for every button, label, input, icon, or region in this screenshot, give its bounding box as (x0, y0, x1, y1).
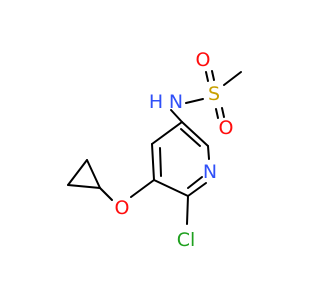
bond-ring-c2-n1 (187, 182, 207, 197)
bond-sulfur-oxygen-bottom (215, 107, 225, 119)
atom-label-oxygen-top: O (196, 49, 211, 71)
bond-methyl-sulfur (223, 71, 242, 86)
bond-sulfur-nitrogen (185, 98, 204, 104)
bond-ring-n1-c6 (207, 145, 210, 160)
bond-cyclopropyl-b (67, 159, 88, 186)
atom-label-sulfur: S (208, 83, 220, 105)
bond-ring-ether-oxygen (130, 179, 155, 198)
bond-ring-chlorine (186, 195, 189, 225)
atom-label-oxygen-ether: O (115, 197, 130, 219)
bond-ring-c2-n1-inner (187, 176, 203, 189)
atom-label-hydrogen-amide: H (149, 91, 163, 113)
bond-ring-c5-c4 (151, 121, 183, 145)
structure-canvas: O S O H N N Cl O (67, 49, 242, 251)
chemical-structure: O S O H N N Cl O (67, 49, 242, 251)
bond-sulfur-oxygen-top (205, 70, 215, 82)
bond-oxygen-cyclopropyl (99, 187, 113, 201)
bond-ring-c6-c5-inner (180, 128, 201, 147)
bond-ring-c3-c2 (153, 179, 189, 197)
bond-ring-c6-c5 (181, 121, 209, 147)
atom-label-chlorine: Cl (177, 229, 196, 251)
bond-cyclopropyl-c (67, 184, 101, 189)
atom-label-oxygen-bottom: O (219, 117, 234, 139)
bond-ring-c4-c3 (151, 143, 155, 181)
atom-label-nitrogen-ring: N (203, 161, 217, 183)
bond-ring-c4-c3-inner (159, 147, 162, 177)
atom-label-nitrogen-amide: N (169, 91, 183, 113)
bond-cyclopropyl-a (86, 159, 101, 189)
bond-nitrogen-ring (170, 109, 183, 123)
